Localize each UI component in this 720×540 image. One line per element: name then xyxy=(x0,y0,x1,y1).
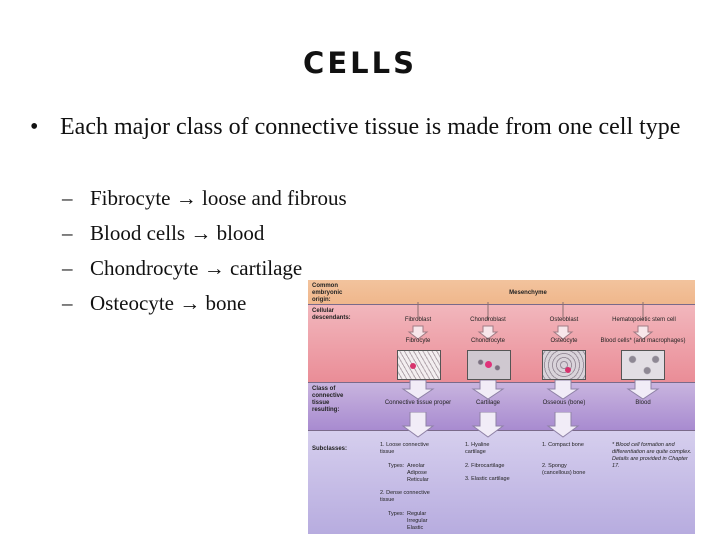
sub-dense-ct: 2. Dense connective tissue xyxy=(380,490,430,503)
sub-spongy-bone: 2. Spongy (cancellous) bone xyxy=(542,463,586,476)
class-arrows xyxy=(401,380,660,400)
sub-bullet-chondrocyte: –Chondrocyte → cartilage xyxy=(62,251,347,286)
origin-mesenchyme: Mesenchyme xyxy=(509,290,547,296)
dash: – xyxy=(62,221,73,245)
row-divider xyxy=(308,304,695,305)
tissue-bone: Osseous (bone) xyxy=(542,400,586,406)
label-subclasses: Subclasses: xyxy=(312,446,348,452)
sub-bullet-osteocyte: –Osteocyte → bone xyxy=(62,286,347,321)
dash: – xyxy=(62,256,73,280)
subclasses-band xyxy=(308,430,695,534)
stem-fibroblast: Fibroblast xyxy=(404,317,432,323)
osteocyte-micrograph xyxy=(542,350,586,380)
origin-band xyxy=(308,280,695,304)
cell-chondrocyte: Chondrocyte xyxy=(470,338,506,344)
fibrocyte-micrograph xyxy=(397,350,441,380)
cell-osteocyte: Osteocyte xyxy=(550,338,578,344)
sub-bullet-text: Fibrocyte → loose and fibrous xyxy=(90,186,347,210)
sub-bullet-blood: –Blood cells → blood xyxy=(62,216,347,251)
sub-loose-types: Areolar Adipose Reticular xyxy=(407,463,429,483)
sub-bullet-text: Chondrocyte → cartilage xyxy=(90,256,303,280)
connective-tissue-diagram: Common embryonic origin: Cellular descen… xyxy=(308,280,695,534)
cell-fibrocyte: Fibrocyte xyxy=(405,338,431,344)
dash: – xyxy=(62,186,73,210)
sub-dense-types: Regular Irregular Elastic xyxy=(407,511,428,531)
sub-hyaline: 1. Hyaline cartilage xyxy=(465,442,490,455)
sub-bullet-text: Osteocyte → bone xyxy=(90,291,247,315)
tissue-ct-proper: Connective tissue proper xyxy=(384,400,452,406)
blood-micrograph xyxy=(621,350,665,380)
sub-dense-types-label: Types: xyxy=(388,511,405,517)
label-class: Class of connective tissue resulting: xyxy=(312,386,344,413)
stem-chondroblast: Chondroblast xyxy=(470,317,506,323)
row-divider xyxy=(308,430,695,431)
sub-fibrocartilage: 2. Fibrocartilage xyxy=(465,463,505,469)
cell-arrows xyxy=(407,325,654,340)
blood-footnote: * Blood cell formation and differentiati… xyxy=(612,442,692,469)
branch-lines xyxy=(417,302,644,320)
main-bullet: • Each major class of connective tissue … xyxy=(30,112,690,143)
tissue-cartilage: Cartilage xyxy=(475,400,500,406)
dash: – xyxy=(62,291,73,315)
subclass-arrows xyxy=(401,412,580,438)
cell-blood: Blood cells* (and macrophages) xyxy=(600,338,686,344)
label-origin: Common embryonic origin: xyxy=(312,283,343,303)
sub-compact-bone: 1. Compact bone xyxy=(542,442,584,448)
bullet-text: Each major class of connective tissue is… xyxy=(60,114,681,140)
sub-bullet-text: Blood cells → blood xyxy=(90,221,265,245)
label-cellular: Cellular descendants: xyxy=(312,308,351,321)
sub-bullet-list: –Fibrocyte → loose and fibrous –Blood ce… xyxy=(62,181,347,321)
sub-loose-ct: 1. Loose connective tissue xyxy=(380,442,429,455)
chondrocyte-micrograph xyxy=(467,350,511,380)
bullet-dot: • xyxy=(30,114,39,140)
stem-osteoblast: Osteoblast xyxy=(549,317,579,323)
stem-hematopoietic: Hematopoietic stem cell xyxy=(612,317,676,323)
sub-loose-types-label: Types: xyxy=(388,463,405,469)
sub-bullet-fibrocyte: –Fibrocyte → loose and fibrous xyxy=(62,181,347,216)
row-divider xyxy=(308,382,695,383)
slide-title: CELLS xyxy=(303,34,417,83)
tissue-blood: Blood xyxy=(635,400,651,406)
sub-elastic-cartilage: 3. Elastic cartilage xyxy=(465,476,510,482)
